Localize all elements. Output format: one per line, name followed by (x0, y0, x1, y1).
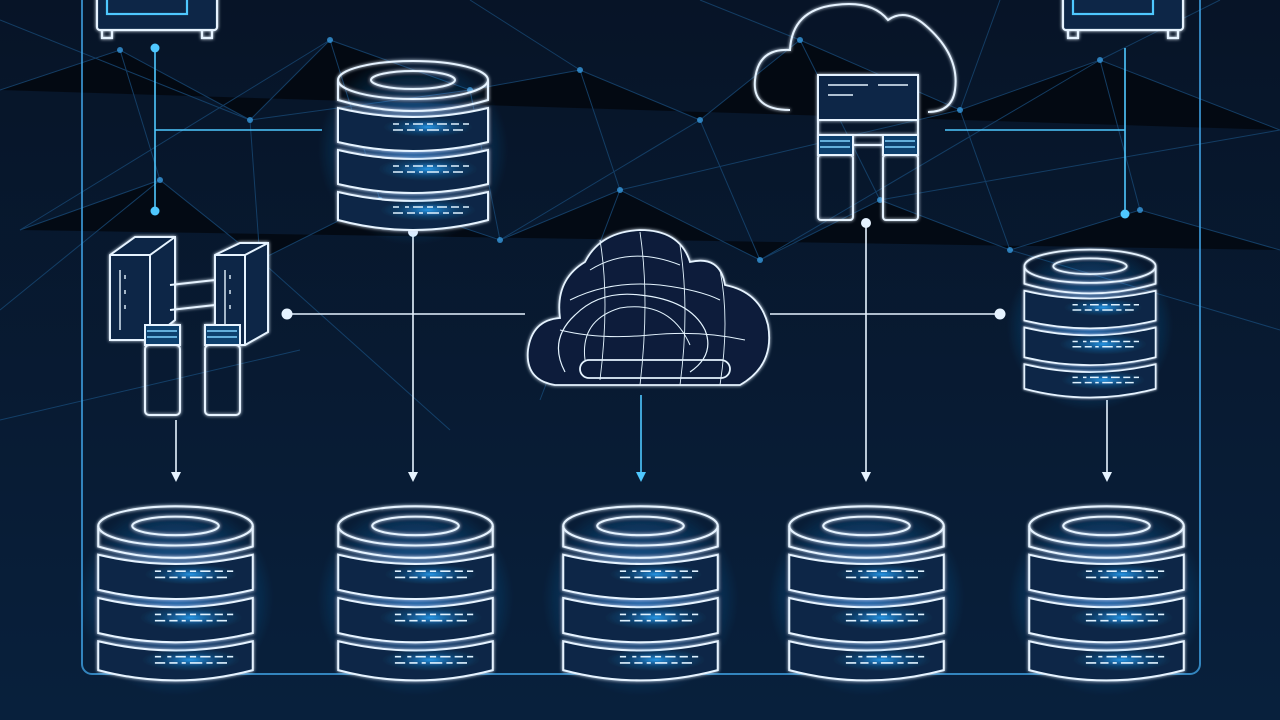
background-mesh (0, 0, 1280, 431)
database-icon (78, 500, 274, 696)
database-icon (1007, 244, 1173, 410)
database-icon (318, 55, 508, 245)
mesh-nodes (117, 37, 1143, 263)
connections (154, 48, 1126, 478)
database-icon (318, 500, 514, 696)
database-icon (1009, 500, 1205, 696)
server-rack-icon (109, 236, 269, 416)
database-icon (543, 500, 739, 696)
database-icon (769, 500, 965, 696)
cloud-icon (753, 3, 957, 113)
cloud-icon (526, 229, 770, 386)
connection-endpoints (150, 43, 1130, 482)
